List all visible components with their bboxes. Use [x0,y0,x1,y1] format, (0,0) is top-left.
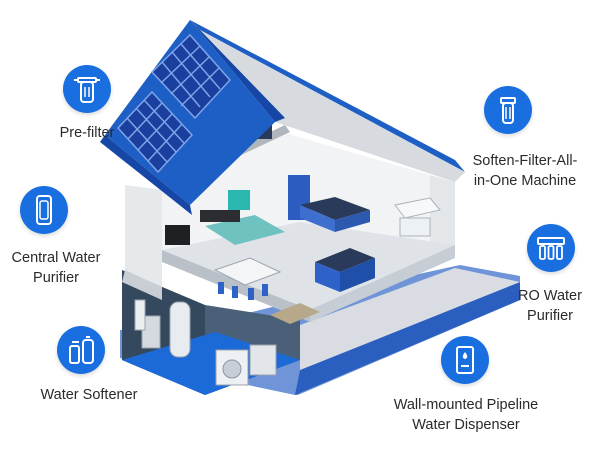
kitchen-island [315,248,375,272]
pre-filter-label-text: Pre-filter [59,125,115,141]
water-softener-label: Water Softener [28,385,150,405]
solar-panels [116,33,232,174]
kitchen-counter [300,197,370,220]
water-softener-label-text: Water Softener [40,387,138,403]
central-water-purifier-label-line1: Central Water [11,250,101,266]
roof-right [190,20,465,172]
all-in-one-machine-label-line2: in-One Machine [473,173,577,189]
floor-stairs [270,303,320,324]
ro-water-purifier-icon [527,224,575,272]
all-in-one-machine-label: Soften-Filter-All- in-One Machine [458,151,592,191]
all-in-one-machine-label-line1: Soften-Filter-All- [472,153,578,169]
central-water-purifier-icon [20,186,68,234]
pre-filter-label: Pre-filter [34,123,140,143]
bathtub [394,197,441,219]
water-dispenser-label: Wall-mounted Pipeline Water Dispenser [376,395,556,435]
pre-filter-icon [63,65,111,113]
television [165,225,190,245]
softener-tank [169,301,191,358]
sofa [228,190,250,210]
house-base-plate-edge [295,282,520,395]
water-dispenser-icon [441,336,489,384]
water-softener-icon [57,326,105,374]
house-side-wall [125,185,162,287]
ro-water-purifier-label-line2: Purifier [527,308,573,324]
teal-rug [205,215,285,245]
dining-table [213,257,282,286]
ro-water-purifier-label-line1: RO Water [518,288,582,304]
ro-water-purifier-label: RO Water Purifier [507,286,593,326]
roof-right-underside [200,30,465,182]
water-dispenser-label-line1: Wall-mounted Pipeline [393,397,539,413]
central-water-purifier-label: Central Water Purifier [0,248,112,288]
water-dispenser-label-line2: Water Dispenser [412,417,520,433]
central-water-purifier-label-line2: Purifier [33,270,79,286]
all-in-one-machine-icon [484,86,532,134]
